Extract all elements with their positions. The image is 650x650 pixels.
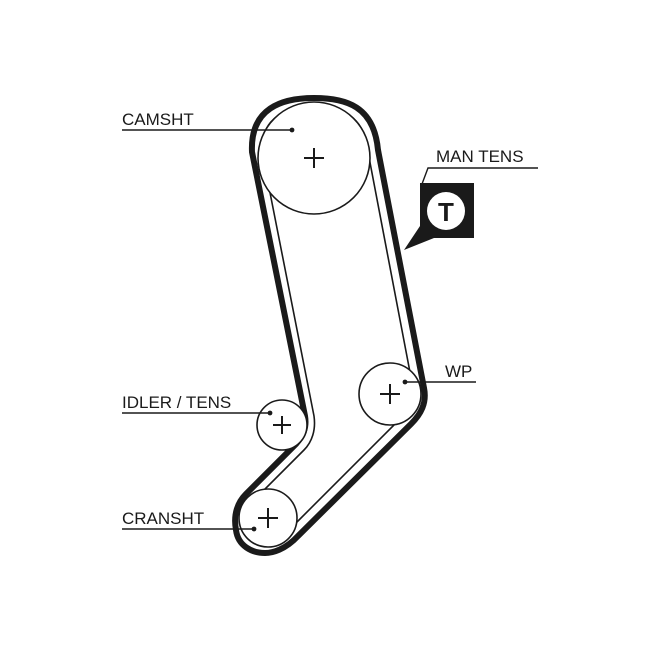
crankshaft-leader-dot <box>251 526 257 532</box>
crankshaft-label: CRANSHT <box>122 509 204 528</box>
camshaft-label: CAMSHT <box>122 110 194 129</box>
manual-tensioner-leader-line <box>421 167 538 185</box>
camshaft-leader-dot <box>289 127 295 133</box>
water-pump-center-mark-icon <box>380 384 400 404</box>
camshaft-center-mark-icon <box>304 148 324 168</box>
timing-belt <box>232 95 428 556</box>
tensioner-badge-letter: T <box>438 197 454 227</box>
tensioner-t-badge-icon: T <box>404 183 474 250</box>
manual-tensioner-label: MAN TENS <box>436 147 524 166</box>
crankshaft-center-mark-icon <box>258 508 278 528</box>
water-pump-label: WP <box>445 362 472 381</box>
idler-tensioner-label: IDLER / TENS <box>122 393 231 412</box>
idler-leader-dot <box>267 410 273 416</box>
idler-center-mark-icon <box>273 416 291 434</box>
water-pump-leader-dot <box>402 379 408 385</box>
